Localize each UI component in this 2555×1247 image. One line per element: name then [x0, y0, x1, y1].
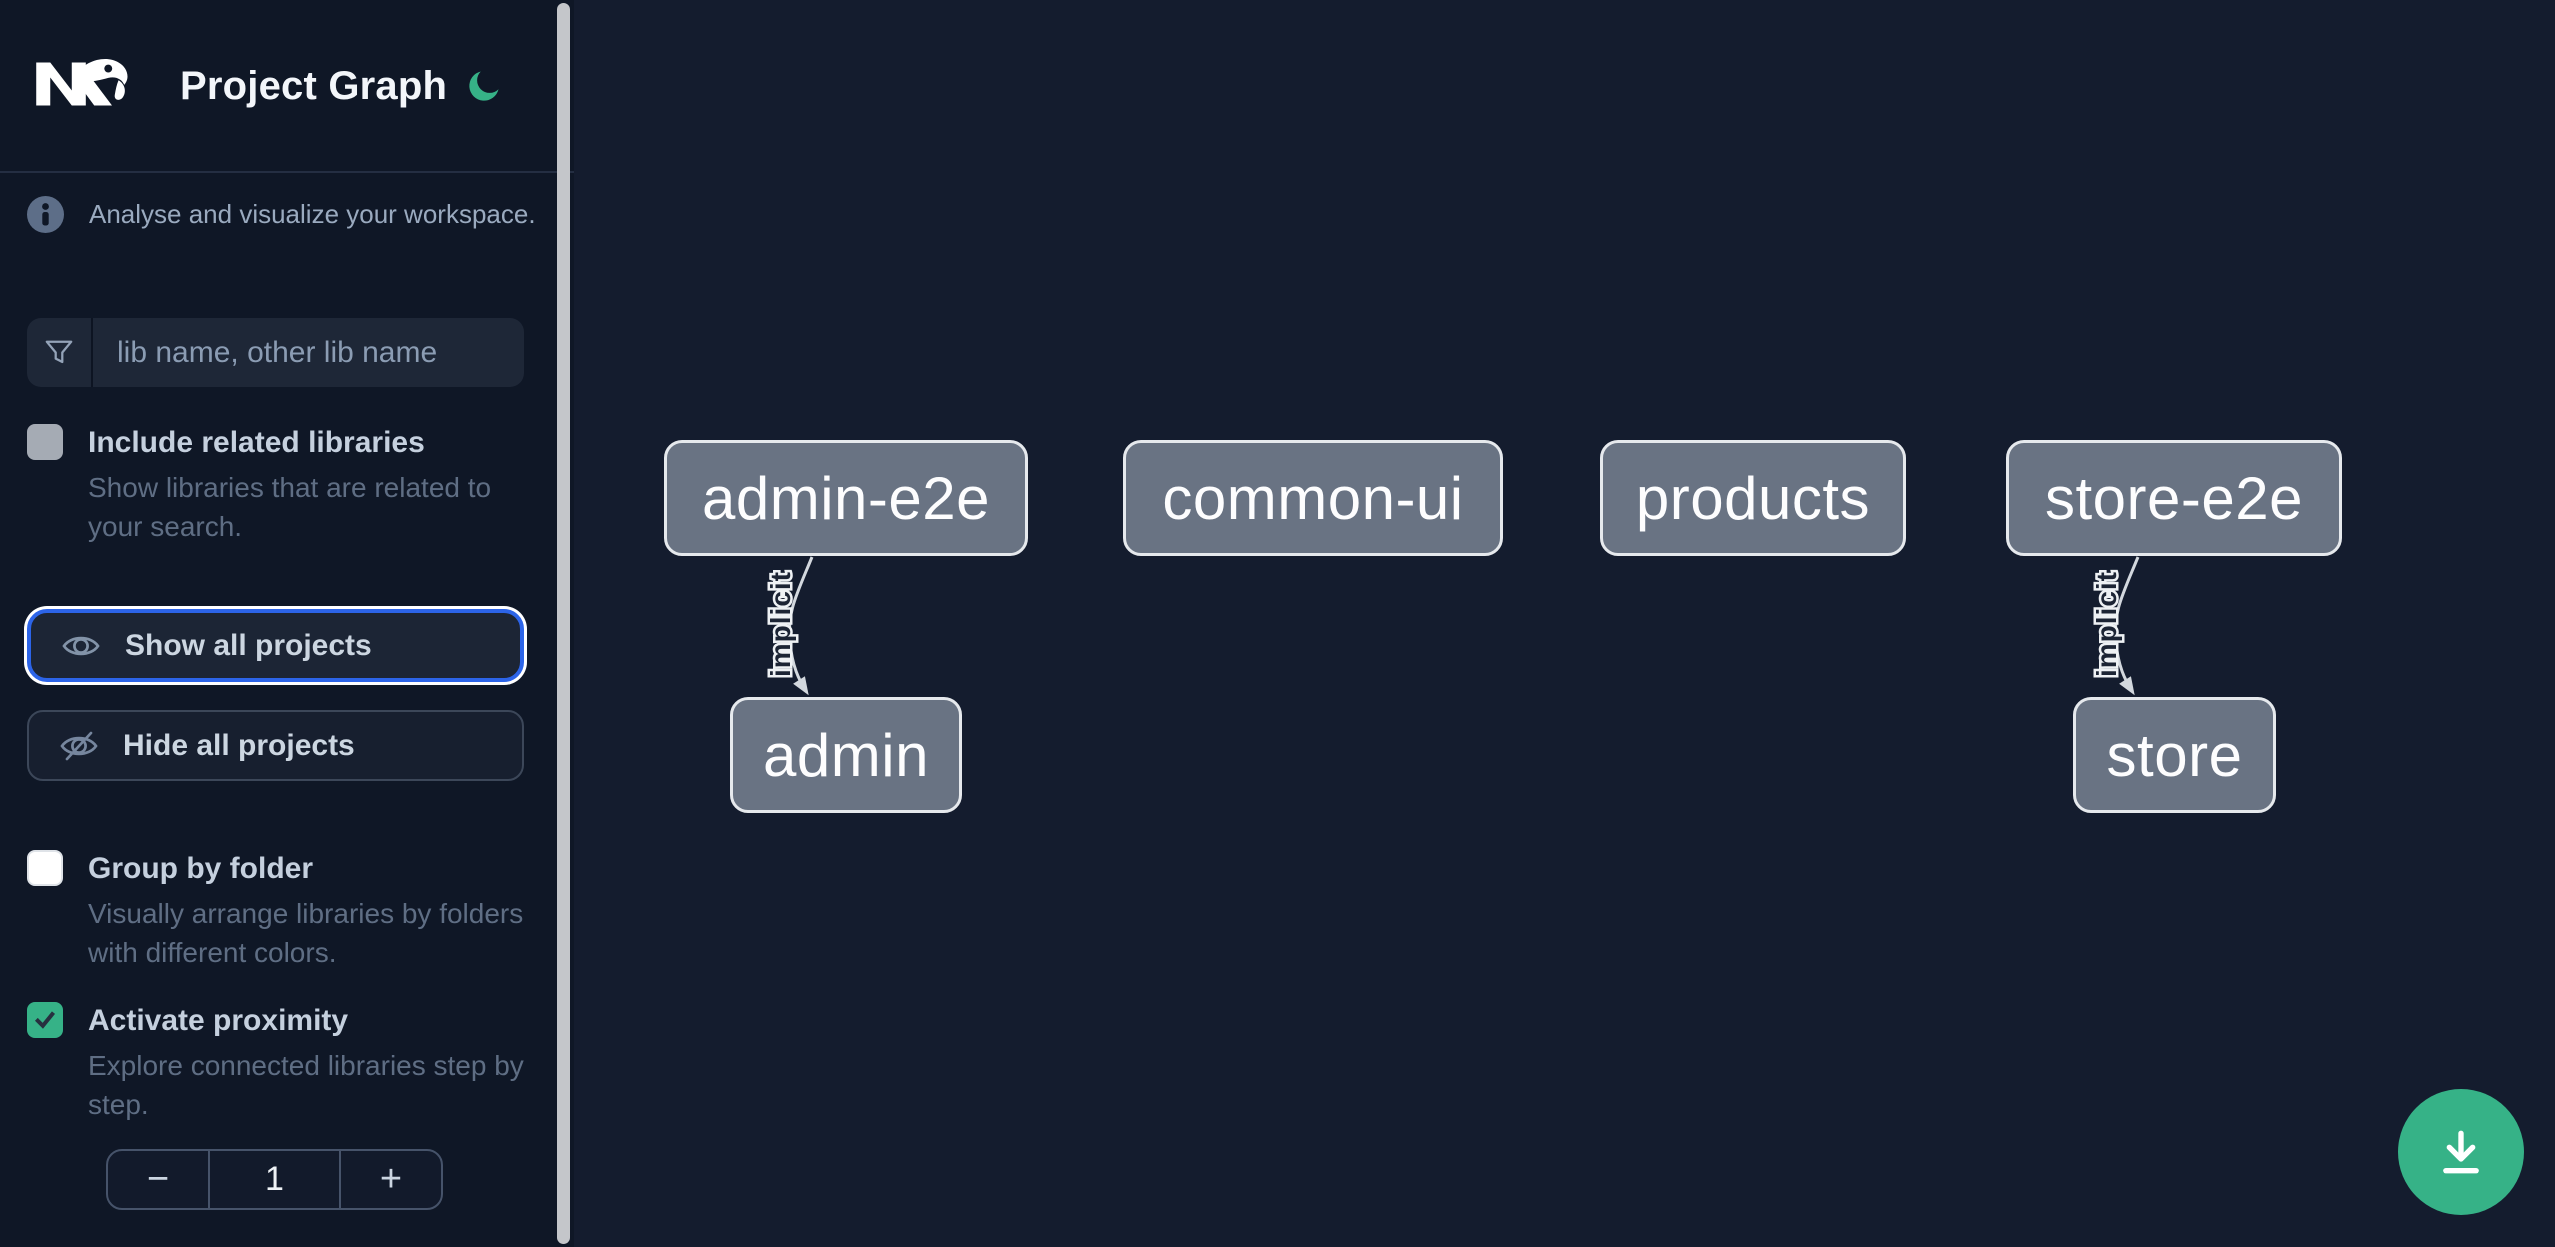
hide-all-projects-button[interactable]: Hide all projects: [27, 710, 524, 781]
group-by-folder-description: Visually arrange libraries by folders wi…: [88, 898, 524, 968]
option-group-by-folder: Group by folder Visually arrange librari…: [27, 850, 527, 972]
hide-all-projects-label: Hide all projects: [123, 728, 355, 762]
sidebar-header: Project Graph: [0, 0, 574, 173]
download-button[interactable]: [2398, 1089, 2524, 1215]
activate-proximity-description: Explore connected libraries step by step…: [88, 1050, 524, 1120]
increment-button[interactable]: +: [379, 1158, 403, 1200]
tagline-text: Analyse and visualize your workspace.: [89, 199, 536, 229]
proximity-value: 1: [208, 1151, 341, 1208]
decrement-button[interactable]: −: [146, 1158, 170, 1200]
option-activate-proximity: Activate proximity Explore connected lib…: [27, 1002, 527, 1124]
graph-node-store[interactable]: store: [2073, 697, 2276, 813]
sidebar-scrollbar[interactable]: [557, 3, 570, 1244]
check-icon: [34, 1011, 56, 1029]
group-by-folder-checkbox[interactable]: [27, 850, 63, 886]
nx-logo-icon: [36, 59, 128, 106]
activate-proximity-label[interactable]: Activate proximity: [88, 1004, 349, 1037]
eye-slash-icon: [60, 731, 98, 760]
graph-node-products[interactable]: products: [1600, 440, 1906, 556]
graph-node-admin-e2e[interactable]: admin-e2e: [664, 440, 1028, 556]
download-icon: [2443, 1130, 2479, 1174]
info-icon: [27, 196, 64, 233]
show-all-projects-label: Show all projects: [125, 628, 372, 662]
include-related-description: Show libraries that are related to your …: [88, 472, 492, 542]
group-by-folder-label[interactable]: Group by folder: [88, 852, 313, 885]
graph-node-store-e2e[interactable]: store-e2e: [2006, 440, 2342, 556]
show-all-projects-button[interactable]: Show all projects: [27, 609, 524, 682]
moon-theme-icon[interactable]: [466, 66, 504, 104]
option-include-related: Include related libraries Show libraries…: [27, 424, 527, 546]
sidebar: Project Graph Analyse and visualize your…: [0, 0, 574, 1247]
activate-proximity-checkbox[interactable]: [27, 1002, 63, 1038]
eye-icon: [62, 636, 100, 655]
include-related-checkbox[interactable]: [27, 424, 63, 460]
graph-node-common-ui[interactable]: common-ui: [1123, 440, 1503, 556]
proximity-stepper: − 1 +: [106, 1149, 443, 1210]
funnel-icon: [45, 340, 73, 363]
graph-canvas[interactable]: [574, 0, 2555, 1247]
filter-box: [27, 318, 524, 387]
include-related-label[interactable]: Include related libraries: [88, 426, 425, 459]
filter-input[interactable]: [93, 318, 524, 387]
page-title: Project Graph: [180, 64, 448, 108]
workspace-tagline: Analyse and visualize your workspace.: [27, 196, 536, 233]
graph-node-admin[interactable]: admin: [730, 697, 962, 813]
funnel-cell: [27, 318, 93, 387]
